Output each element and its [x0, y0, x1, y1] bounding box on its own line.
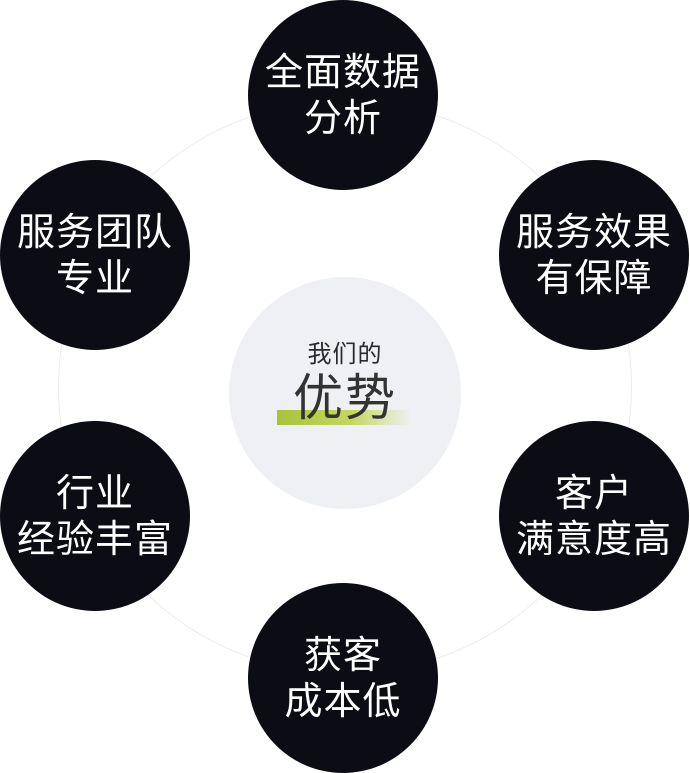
center-title-wrap: 优势: [277, 369, 413, 427]
center-circle: 我们的 优势: [229, 277, 461, 509]
center-subtitle: 我们的: [307, 340, 383, 368]
node-line1: 全面数据: [264, 50, 421, 94]
node-line2: 成本低: [284, 679, 402, 723]
node-line1: 获客: [303, 633, 382, 677]
node-professional-team: 服务团队 专业: [0, 160, 190, 350]
node-data-analysis: 全面数据 分析: [248, 0, 438, 190]
node-guaranteed-results: 服务效果 有保障: [499, 160, 689, 350]
node-line1: 行业: [55, 471, 134, 515]
center-title: 优势: [293, 369, 397, 427]
node-customer-satisfaction: 客户 满意度高: [499, 421, 689, 611]
node-line2: 分析: [303, 96, 382, 140]
node-line2: 经验丰富: [16, 517, 173, 561]
node-line2: 满意度高: [515, 517, 672, 561]
node-line2: 有保障: [535, 256, 653, 300]
node-line1: 客户: [554, 471, 633, 515]
node-line1: 服务团队: [16, 210, 173, 254]
node-line1: 服务效果: [515, 210, 672, 254]
node-line2: 专业: [55, 256, 134, 300]
title-highlight-bar: [277, 410, 411, 425]
node-low-acquisition-cost: 获客 成本低: [248, 583, 438, 773]
node-industry-experience: 行业 经验丰富: [0, 421, 190, 611]
